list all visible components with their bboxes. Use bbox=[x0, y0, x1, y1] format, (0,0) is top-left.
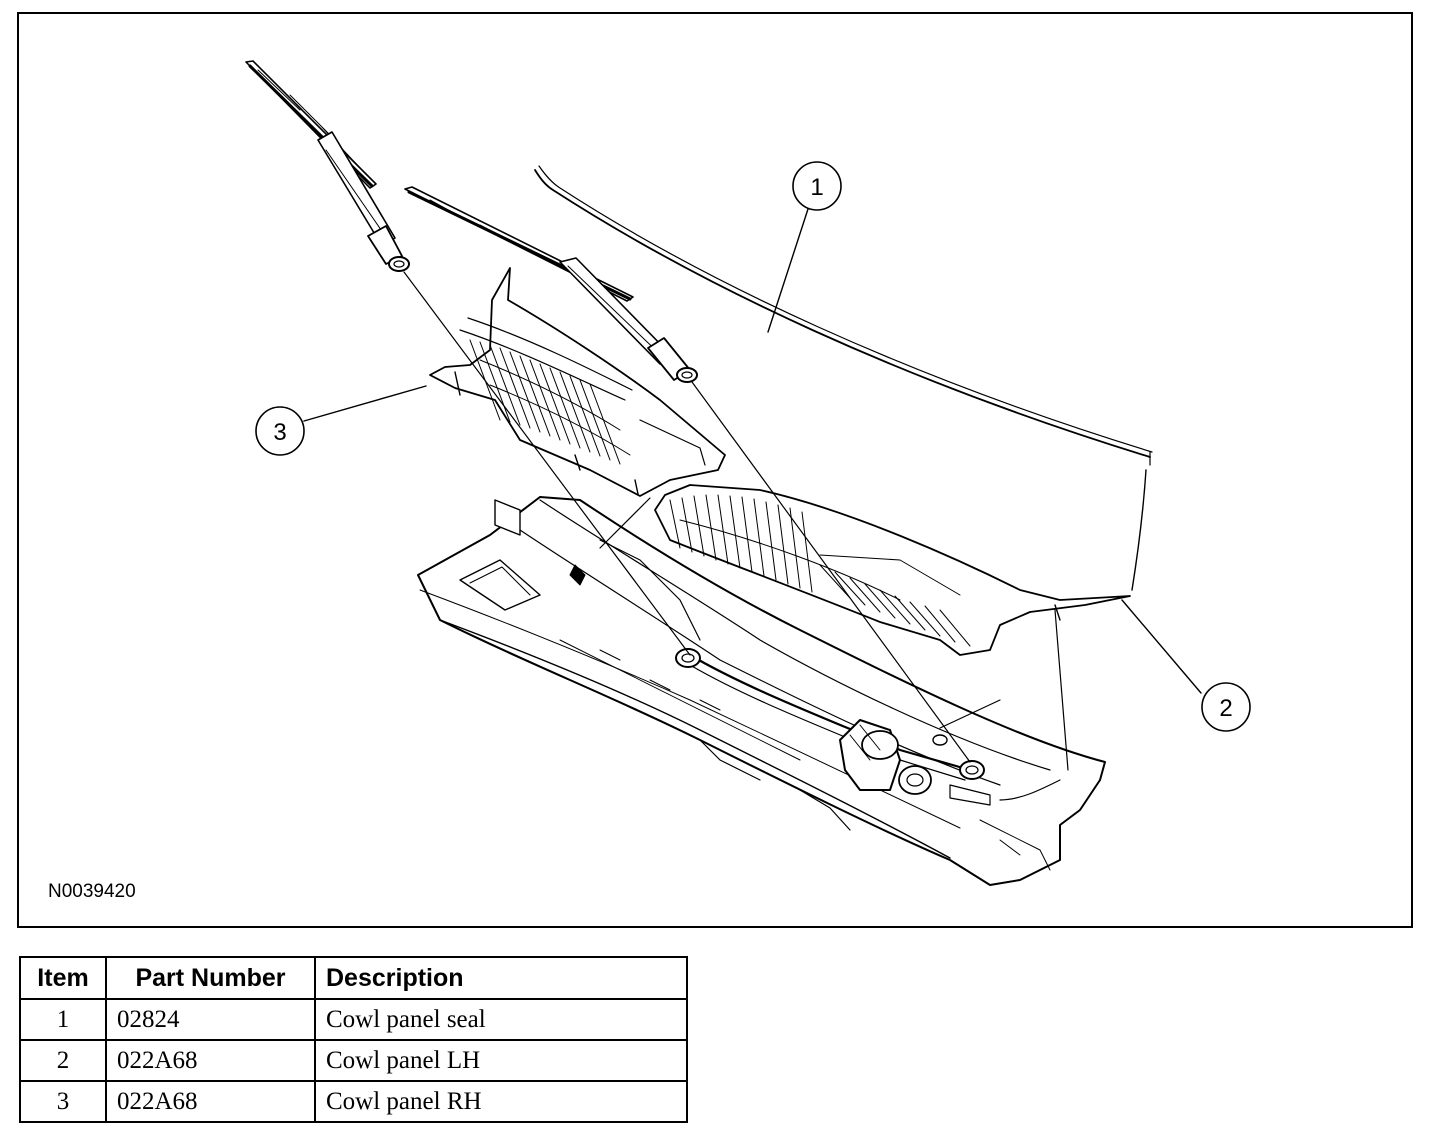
wiper-arm-center bbox=[404, 186, 698, 383]
cell-part-number: 022A68 bbox=[105, 1080, 316, 1123]
table-row: 3 022A68 Cowl panel RH bbox=[19, 1080, 688, 1123]
cowl-panel-rh bbox=[429, 267, 726, 497]
table-row: 2 022A68 Cowl panel LH bbox=[19, 1039, 688, 1082]
header-description: Description bbox=[314, 956, 688, 1000]
header-item: Item bbox=[19, 956, 107, 1000]
assembly-leader-lines bbox=[403, 271, 1069, 771]
cell-part-number: 022A68 bbox=[105, 1039, 316, 1082]
cell-description: Cowl panel LH bbox=[314, 1039, 688, 1082]
callout-leaders bbox=[303, 208, 1202, 694]
cowl-base-assembly bbox=[417, 496, 1106, 886]
parts-table: Item Part Number Description 1 02824 Cow… bbox=[19, 956, 688, 1123]
table-row: 1 02824 Cowl panel seal bbox=[19, 998, 688, 1041]
cell-part-number: 02824 bbox=[105, 998, 316, 1041]
cell-description: Cowl panel seal bbox=[314, 998, 688, 1041]
table-header-row: Item Part Number Description bbox=[19, 956, 688, 1000]
cell-description: Cowl panel RH bbox=[314, 1080, 688, 1123]
header-part-number: Part Number bbox=[105, 956, 316, 1000]
callout-2-label: 2 bbox=[1219, 695, 1232, 722]
wiper-arm-left bbox=[245, 60, 410, 272]
callout-3-label: 3 bbox=[273, 419, 286, 446]
callout-2: 2 bbox=[1201, 682, 1251, 732]
cowl-panel-seal bbox=[534, 165, 1153, 591]
figure-id: N0039420 bbox=[48, 881, 136, 902]
callout-3: 3 bbox=[255, 406, 305, 456]
callout-1: 1 bbox=[792, 161, 842, 211]
callout-1-label: 1 bbox=[810, 174, 823, 201]
cell-item: 2 bbox=[19, 1039, 107, 1082]
cell-item: 3 bbox=[19, 1080, 107, 1123]
cowl-exploded-diagram: 1 2 3 N0039420 bbox=[48, 60, 1251, 902]
cell-item: 1 bbox=[19, 998, 107, 1041]
cowl-panel-lh bbox=[654, 484, 1131, 656]
